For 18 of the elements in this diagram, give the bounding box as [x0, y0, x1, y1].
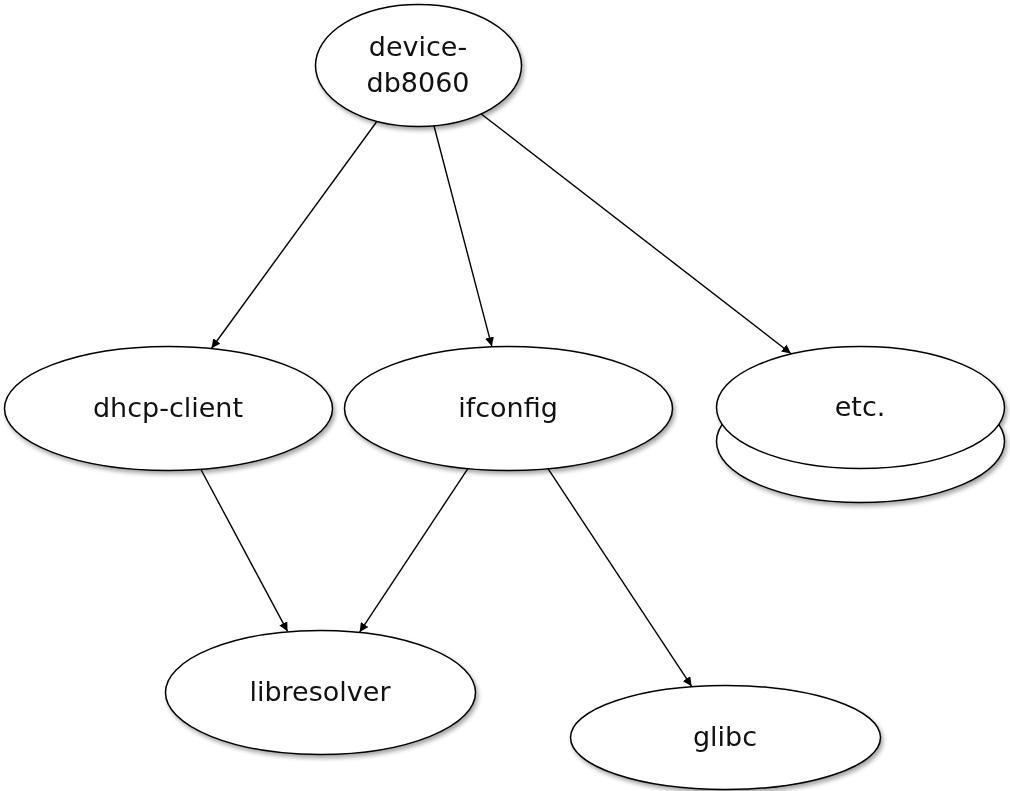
- node-label: device- db8060: [365, 30, 471, 100]
- arrow: [433, 124, 494, 347]
- node-label: ifconfig: [457, 391, 559, 425]
- ellipse-node: [568, 683, 882, 791]
- node-label: glibc: [691, 720, 759, 754]
- node-label: etc.: [833, 390, 887, 424]
- arrow: [479, 112, 792, 355]
- arrow: [210, 120, 378, 349]
- ellipse-node: [313, 2, 523, 128]
- ellipse-node: [2, 344, 334, 472]
- stacked-ellipse-node: [714, 344, 1006, 504]
- node-label: dhcp-client: [91, 391, 245, 425]
- node-label: libresolver: [248, 675, 392, 709]
- arrow: [546, 467, 693, 687]
- ellipse-node: [163, 628, 477, 756]
- arrow: [199, 468, 289, 633]
- arrow: [358, 467, 469, 633]
- ellipse-node: [342, 344, 674, 472]
